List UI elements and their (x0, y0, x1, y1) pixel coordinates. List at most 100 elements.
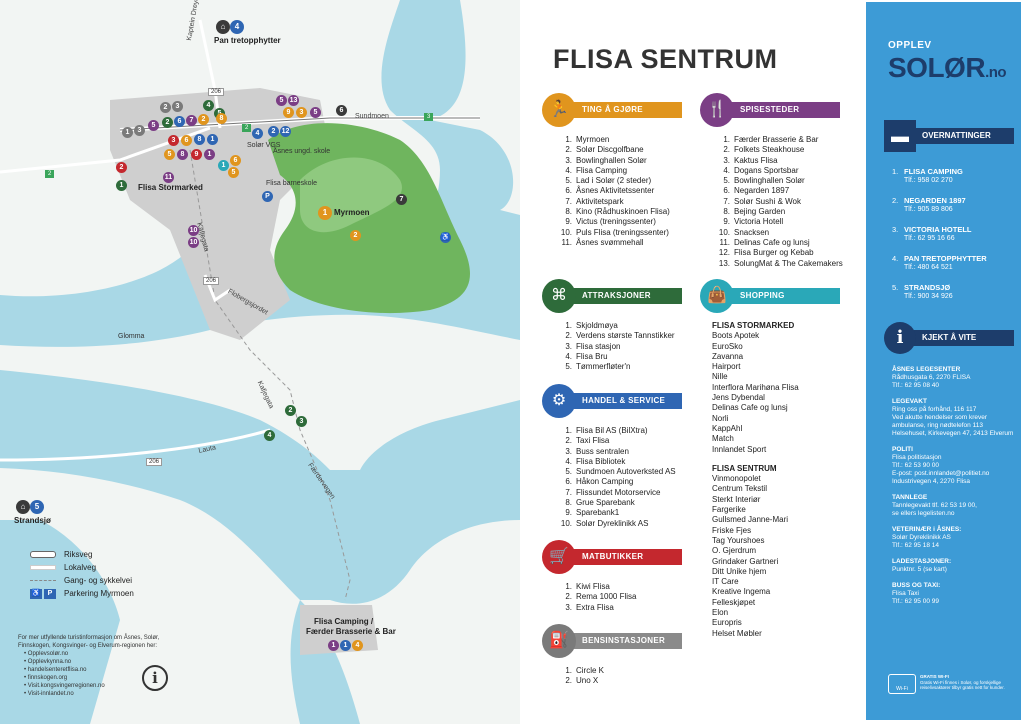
list-item[interactable]: Norli (712, 414, 860, 424)
list-item[interactable]: 4.Flisa Bru (558, 352, 692, 362)
list-item[interactable]: 5.Bowlinghallen Solør (716, 176, 860, 186)
list-item[interactable]: Match (712, 434, 860, 444)
list-item[interactable]: 3.Kaktus Flisa (716, 156, 860, 166)
pin-blue-6[interactable]: 6 (174, 116, 185, 127)
pin-purple-5[interactable]: 5 (148, 120, 159, 131)
list-item[interactable]: Interflora Marihøna Flisa (712, 383, 860, 393)
pin-strandsjo-sleep[interactable]: ⌂ (16, 500, 30, 514)
list-item[interactable]: O. Gjerdrum (712, 546, 860, 556)
map-panel[interactable]: Pan tretopphytter Kaptein Dreyers veg Su… (0, 0, 520, 724)
list-item[interactable]: 2.Uno X (558, 676, 692, 686)
list-item[interactable]: Vinmonopolet (712, 474, 860, 484)
pin-3b[interactable]: 3 (134, 125, 145, 136)
pin-3[interactable]: 3 (172, 101, 183, 112)
pin-orange-1[interactable]: 1 (318, 206, 332, 220)
pin-blue-4[interactable]: 4 (252, 128, 263, 139)
list-item[interactable]: 8.Kino (Rådhuskinoen Flisa) (558, 207, 692, 217)
pin-red-9[interactable]: 9 (191, 149, 202, 160)
list-item[interactable]: 7.Solør Sushi & Wok (716, 197, 860, 207)
list-item[interactable]: 6.Negarden 1897 (716, 186, 860, 196)
info-link[interactable]: • Visit-innlandet.no (24, 691, 74, 697)
list-item[interactable]: 8.Bejing Garden (716, 207, 860, 217)
pin-green-2[interactable]: 2 (162, 117, 173, 128)
pin-green-1[interactable]: 1 (116, 180, 127, 191)
pin-purple-10b[interactable]: 10 (188, 237, 199, 248)
pin-pan-sleep[interactable]: ⌂ (216, 20, 230, 34)
list-item[interactable]: 10.Puls Flisa (treningssenter) (558, 228, 692, 238)
list-item[interactable]: 4.Flisa Camping (558, 166, 692, 176)
pin-purple-10[interactable]: 10 (188, 225, 199, 236)
list-item[interactable]: 1.Flisa Bil AS (BilXtra) (558, 426, 692, 436)
list-item[interactable]: 3.Extra Flisa (558, 603, 692, 613)
list-item[interactable]: Felleskjøpet (712, 598, 860, 608)
pin-purple-1[interactable]: 1 (204, 149, 215, 160)
list-item[interactable]: Ditt Unike hjem (712, 567, 860, 577)
list-item[interactable]: 6.Åsnes Aktivitetssenter (558, 186, 692, 196)
list-item[interactable]: 11.Åsnes svømmehall (558, 238, 692, 248)
list-item[interactable]: Innlandet Sport (712, 445, 860, 455)
pin-blue-1[interactable]: 1 (207, 134, 218, 145)
list-item[interactable]: 10.Solør Dyreklinikk AS (558, 519, 692, 529)
list-item[interactable]: Nille (712, 372, 860, 382)
list-item[interactable]: 7.Flissundet Motorservice (558, 488, 692, 498)
list-item[interactable]: 1.Færder Brasserie & Bar (716, 135, 860, 145)
pin-1[interactable]: 1 (122, 127, 133, 138)
pin-blue-1b[interactable]: 1 (340, 640, 351, 651)
pin-orange-2b[interactable]: 2 (350, 230, 361, 241)
info-link[interactable]: • Visit.kongsvingerregionen.no (24, 683, 105, 689)
pin-orange-2[interactable]: 2 (198, 114, 209, 125)
list-item[interactable]: 4.Flisa Bibliotek (558, 457, 692, 467)
list-item[interactable]: 2.Folkets Steakhouse (716, 145, 860, 155)
pin-purple-8[interactable]: 8 (177, 149, 188, 160)
list-item[interactable]: Delinas Cafe og lunsj (712, 403, 860, 413)
list-item[interactable]: 1.Kiwi Flisa (558, 582, 692, 592)
list-item[interactable]: 5.Tømmerfløter'n (558, 362, 692, 372)
list-item[interactable]: Tag Yourshoes (712, 536, 860, 546)
pin-green-4b[interactable]: 4 (264, 430, 275, 441)
list-item[interactable]: 5.Lad i Solør (2 steder) (558, 176, 692, 186)
list-item[interactable]: Europris (712, 618, 860, 628)
list-item[interactable]: Grindaker Gartneri (712, 557, 860, 567)
pin-red-2[interactable]: 2 (116, 162, 127, 173)
list-item[interactable]: 2.Solør Discgolfbane (558, 145, 692, 155)
pin-purple-11[interactable]: 11 (163, 172, 174, 183)
info-link[interactable]: • handelsenteretflisa.no (24, 667, 87, 673)
pin-overnatting-5[interactable]: 5 (30, 500, 44, 514)
list-item[interactable]: 2.Rema 1000 Flisa (558, 592, 692, 602)
list-item[interactable]: 1.Myrmoen (558, 135, 692, 145)
pin-blue-8[interactable]: 8 (194, 134, 205, 145)
list-item[interactable]: 9.Sparebank1 (558, 508, 692, 518)
list-item[interactable]: 11.Delinas Cafe og lunsj (716, 238, 860, 248)
pin-parking-hc[interactable]: ♿ (440, 232, 451, 243)
pin-purple-13[interactable]: 13 (288, 95, 299, 106)
brand-logo[interactable]: SOLØR.no (888, 52, 1007, 84)
list-item[interactable]: KappAhl (712, 424, 860, 434)
pin-orange-6b[interactable]: 6 (230, 155, 241, 166)
list-item[interactable]: Jens Dybendal (712, 393, 860, 403)
pin-dark-6[interactable]: 6 (336, 105, 347, 116)
list-item[interactable]: 9.Victus (treningssenter) (558, 217, 692, 227)
list-item[interactable]: Helset Møbler (712, 629, 860, 639)
info-link[interactable]: • finnskogen.org (24, 675, 68, 681)
pin-orange-9[interactable]: 9 (283, 107, 294, 118)
list-item[interactable]: Sterkt Interiør (712, 495, 860, 505)
list-item[interactable]: 3.Bowlinghallen Solør (558, 156, 692, 166)
pin-orange-5[interactable]: 5 (164, 149, 175, 160)
list-item[interactable]: Boots Apotek (712, 331, 860, 341)
pin-2[interactable]: 2 (160, 102, 171, 113)
list-item[interactable]: 7.Aktivitetspark (558, 197, 692, 207)
pin-orange-8[interactable]: 8 (216, 113, 227, 124)
pin-green-3[interactable]: 3 (296, 416, 307, 427)
list-item[interactable]: Kreative Ingema (712, 587, 860, 597)
list-item[interactable]: IT Care (712, 577, 860, 587)
list-item[interactable]: EuroSko (712, 342, 860, 352)
pin-green-4[interactable]: 4 (203, 100, 214, 111)
pin-blue-12[interactable]: 12 (280, 126, 291, 137)
pin-parking-p[interactable]: P (262, 191, 273, 202)
pin-purple-5c[interactable]: 5 (310, 107, 321, 118)
list-item[interactable]: 9.Victoria Hotell (716, 217, 860, 227)
info-link[interactable]: • Opplevkynna.no (24, 659, 72, 665)
